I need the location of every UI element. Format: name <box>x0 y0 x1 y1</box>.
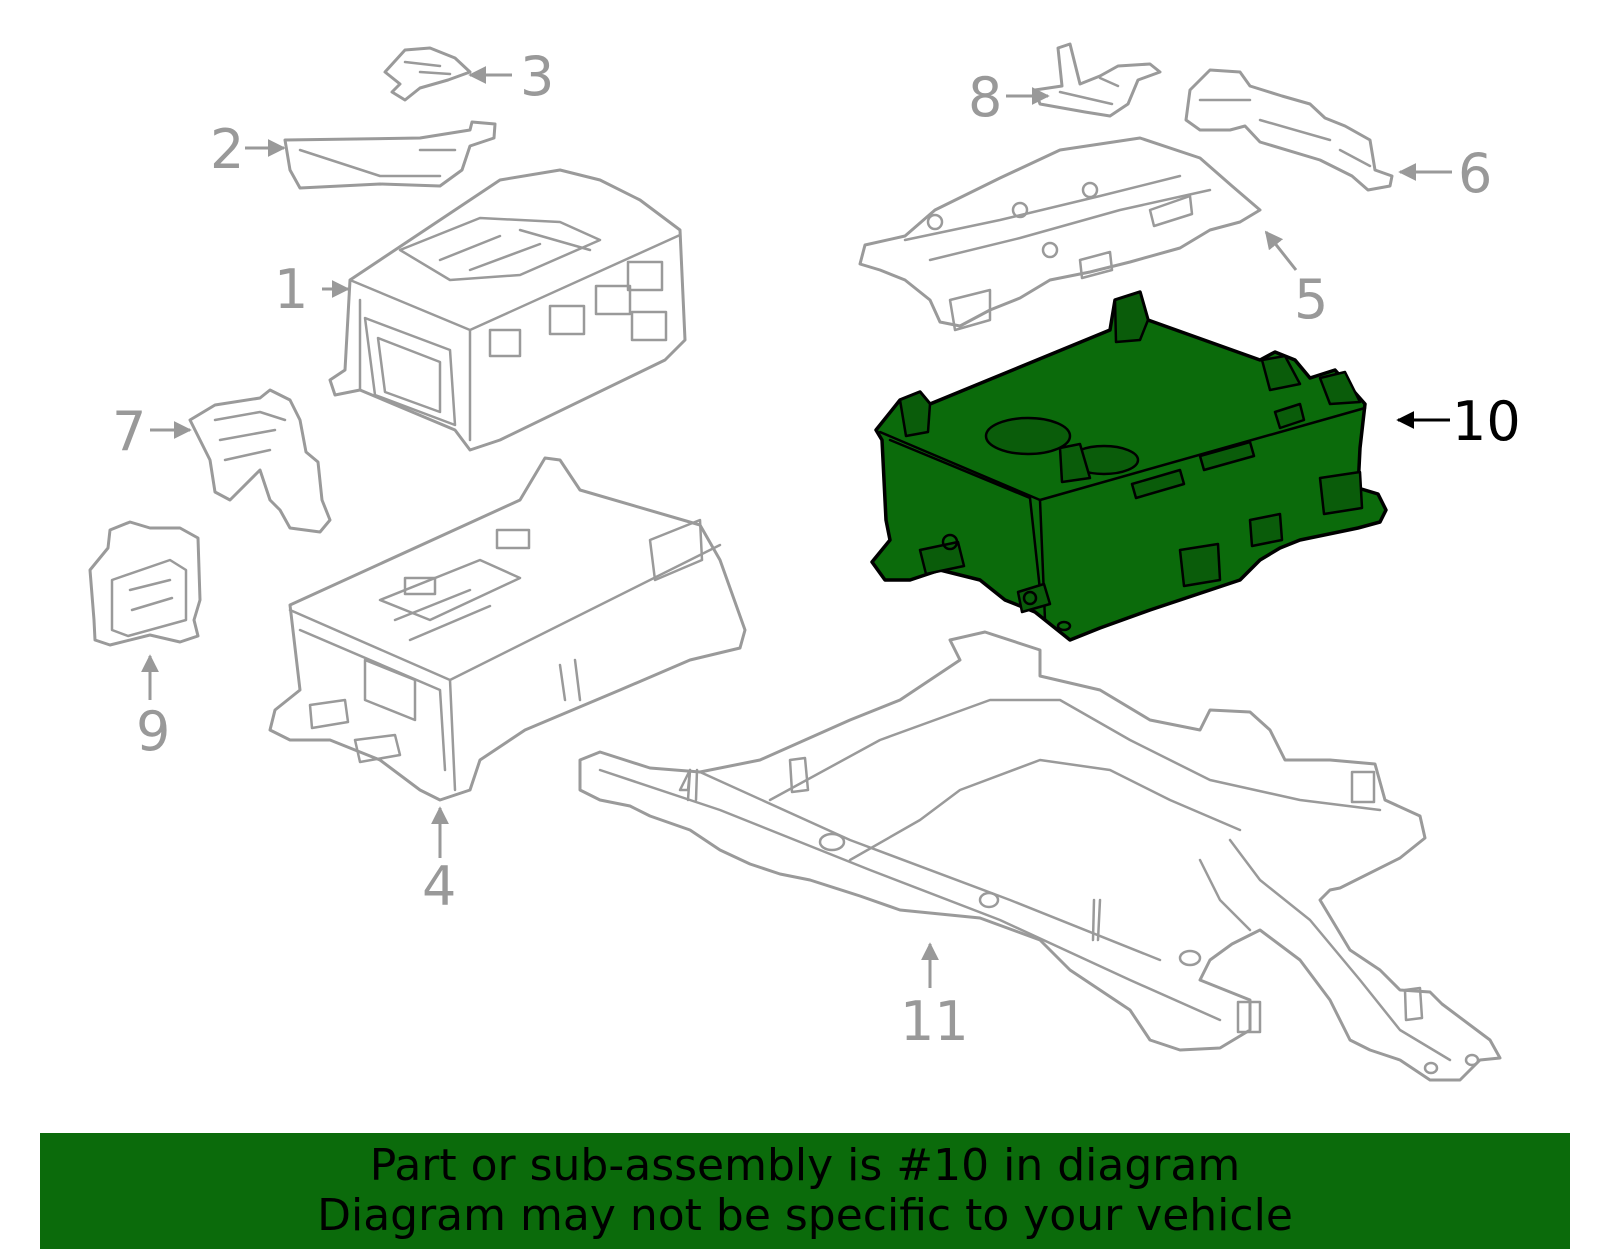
callout-2: 2 <box>210 118 286 181</box>
part-5-assembly[interactable] <box>858 136 1262 332</box>
callout-6: 6 <box>1398 142 1492 205</box>
part-7-bracket[interactable] <box>188 388 332 534</box>
callout-8: 8 <box>968 66 1050 129</box>
part-10-module[interactable] <box>870 290 1388 642</box>
callout-11: 11 <box>900 942 969 1053</box>
banner-line-1: Part or sub-assembly is #10 in diagram <box>369 1140 1241 1191</box>
callout-7-label: 7 <box>112 400 146 463</box>
callout-9: 9 <box>136 654 170 763</box>
part-8-bracket[interactable] <box>1033 42 1162 118</box>
callout-2-label: 2 <box>210 118 244 181</box>
callout-3-label: 3 <box>520 45 554 108</box>
callout-7: 7 <box>112 400 192 463</box>
callout-4: 4 <box>422 806 456 918</box>
part-11-frame[interactable] <box>578 630 1502 1082</box>
part-9-bracket[interactable] <box>88 520 202 647</box>
part-4-module[interactable] <box>268 456 747 802</box>
banner-line-2: Diagram may not be specific to your vehi… <box>317 1190 1293 1241</box>
callout-3: 3 <box>468 45 554 108</box>
part-6-bracket[interactable] <box>1184 68 1394 192</box>
info-banner: Part or sub-assembly is #10 in diagram D… <box>40 1133 1570 1249</box>
part-2-cover[interactable] <box>283 120 497 190</box>
callout-5: 5 <box>1264 230 1328 331</box>
callout-8-label: 8 <box>968 66 1002 129</box>
part-3-clip[interactable] <box>383 46 472 102</box>
callout-11-label: 11 <box>900 990 969 1053</box>
callout-5-label: 5 <box>1294 268 1328 331</box>
callout-6-label: 6 <box>1458 142 1492 205</box>
callout-1: 1 <box>274 258 350 321</box>
callout-9-label: 9 <box>136 700 170 763</box>
callout-10: 10 <box>1396 390 1521 453</box>
callout-10-label: 10 <box>1452 390 1521 453</box>
callout-4-label: 4 <box>422 855 456 918</box>
part-1-module[interactable] <box>328 168 687 452</box>
callout-1-label: 1 <box>274 258 308 321</box>
